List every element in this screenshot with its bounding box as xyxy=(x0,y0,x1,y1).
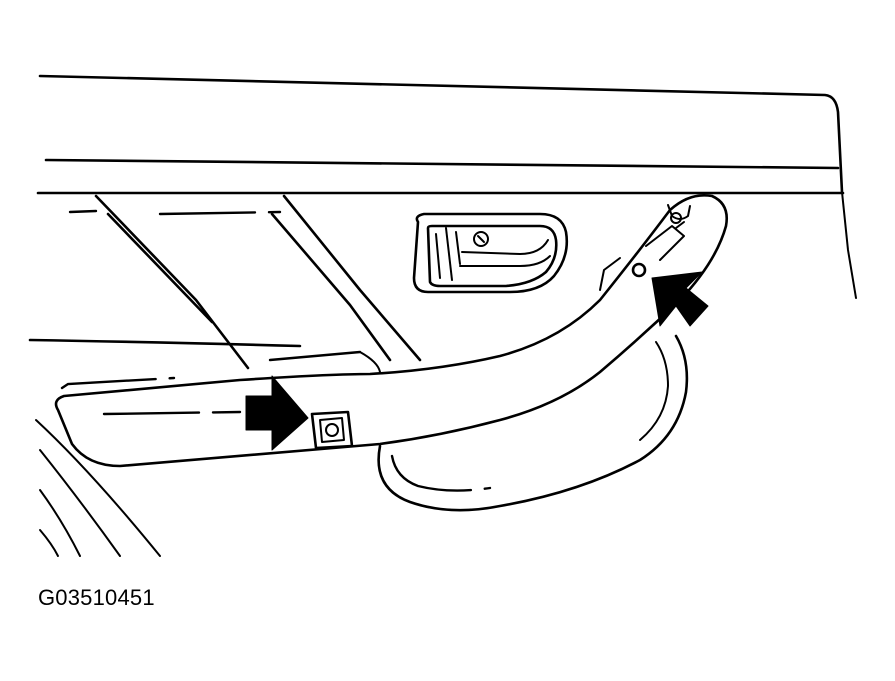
figure-code-label: G03510451 xyxy=(38,585,155,610)
arrow-upper-screw-icon xyxy=(651,271,709,327)
inner-door-handle xyxy=(412,212,569,294)
arrow-lower-screw-icon xyxy=(245,375,309,451)
lower-screw-recess xyxy=(310,410,354,450)
armrest xyxy=(54,194,728,468)
upper-screw xyxy=(631,262,647,278)
door-top-edge xyxy=(36,74,857,299)
door-pocket xyxy=(35,334,689,557)
door-panel-recess xyxy=(28,194,422,370)
